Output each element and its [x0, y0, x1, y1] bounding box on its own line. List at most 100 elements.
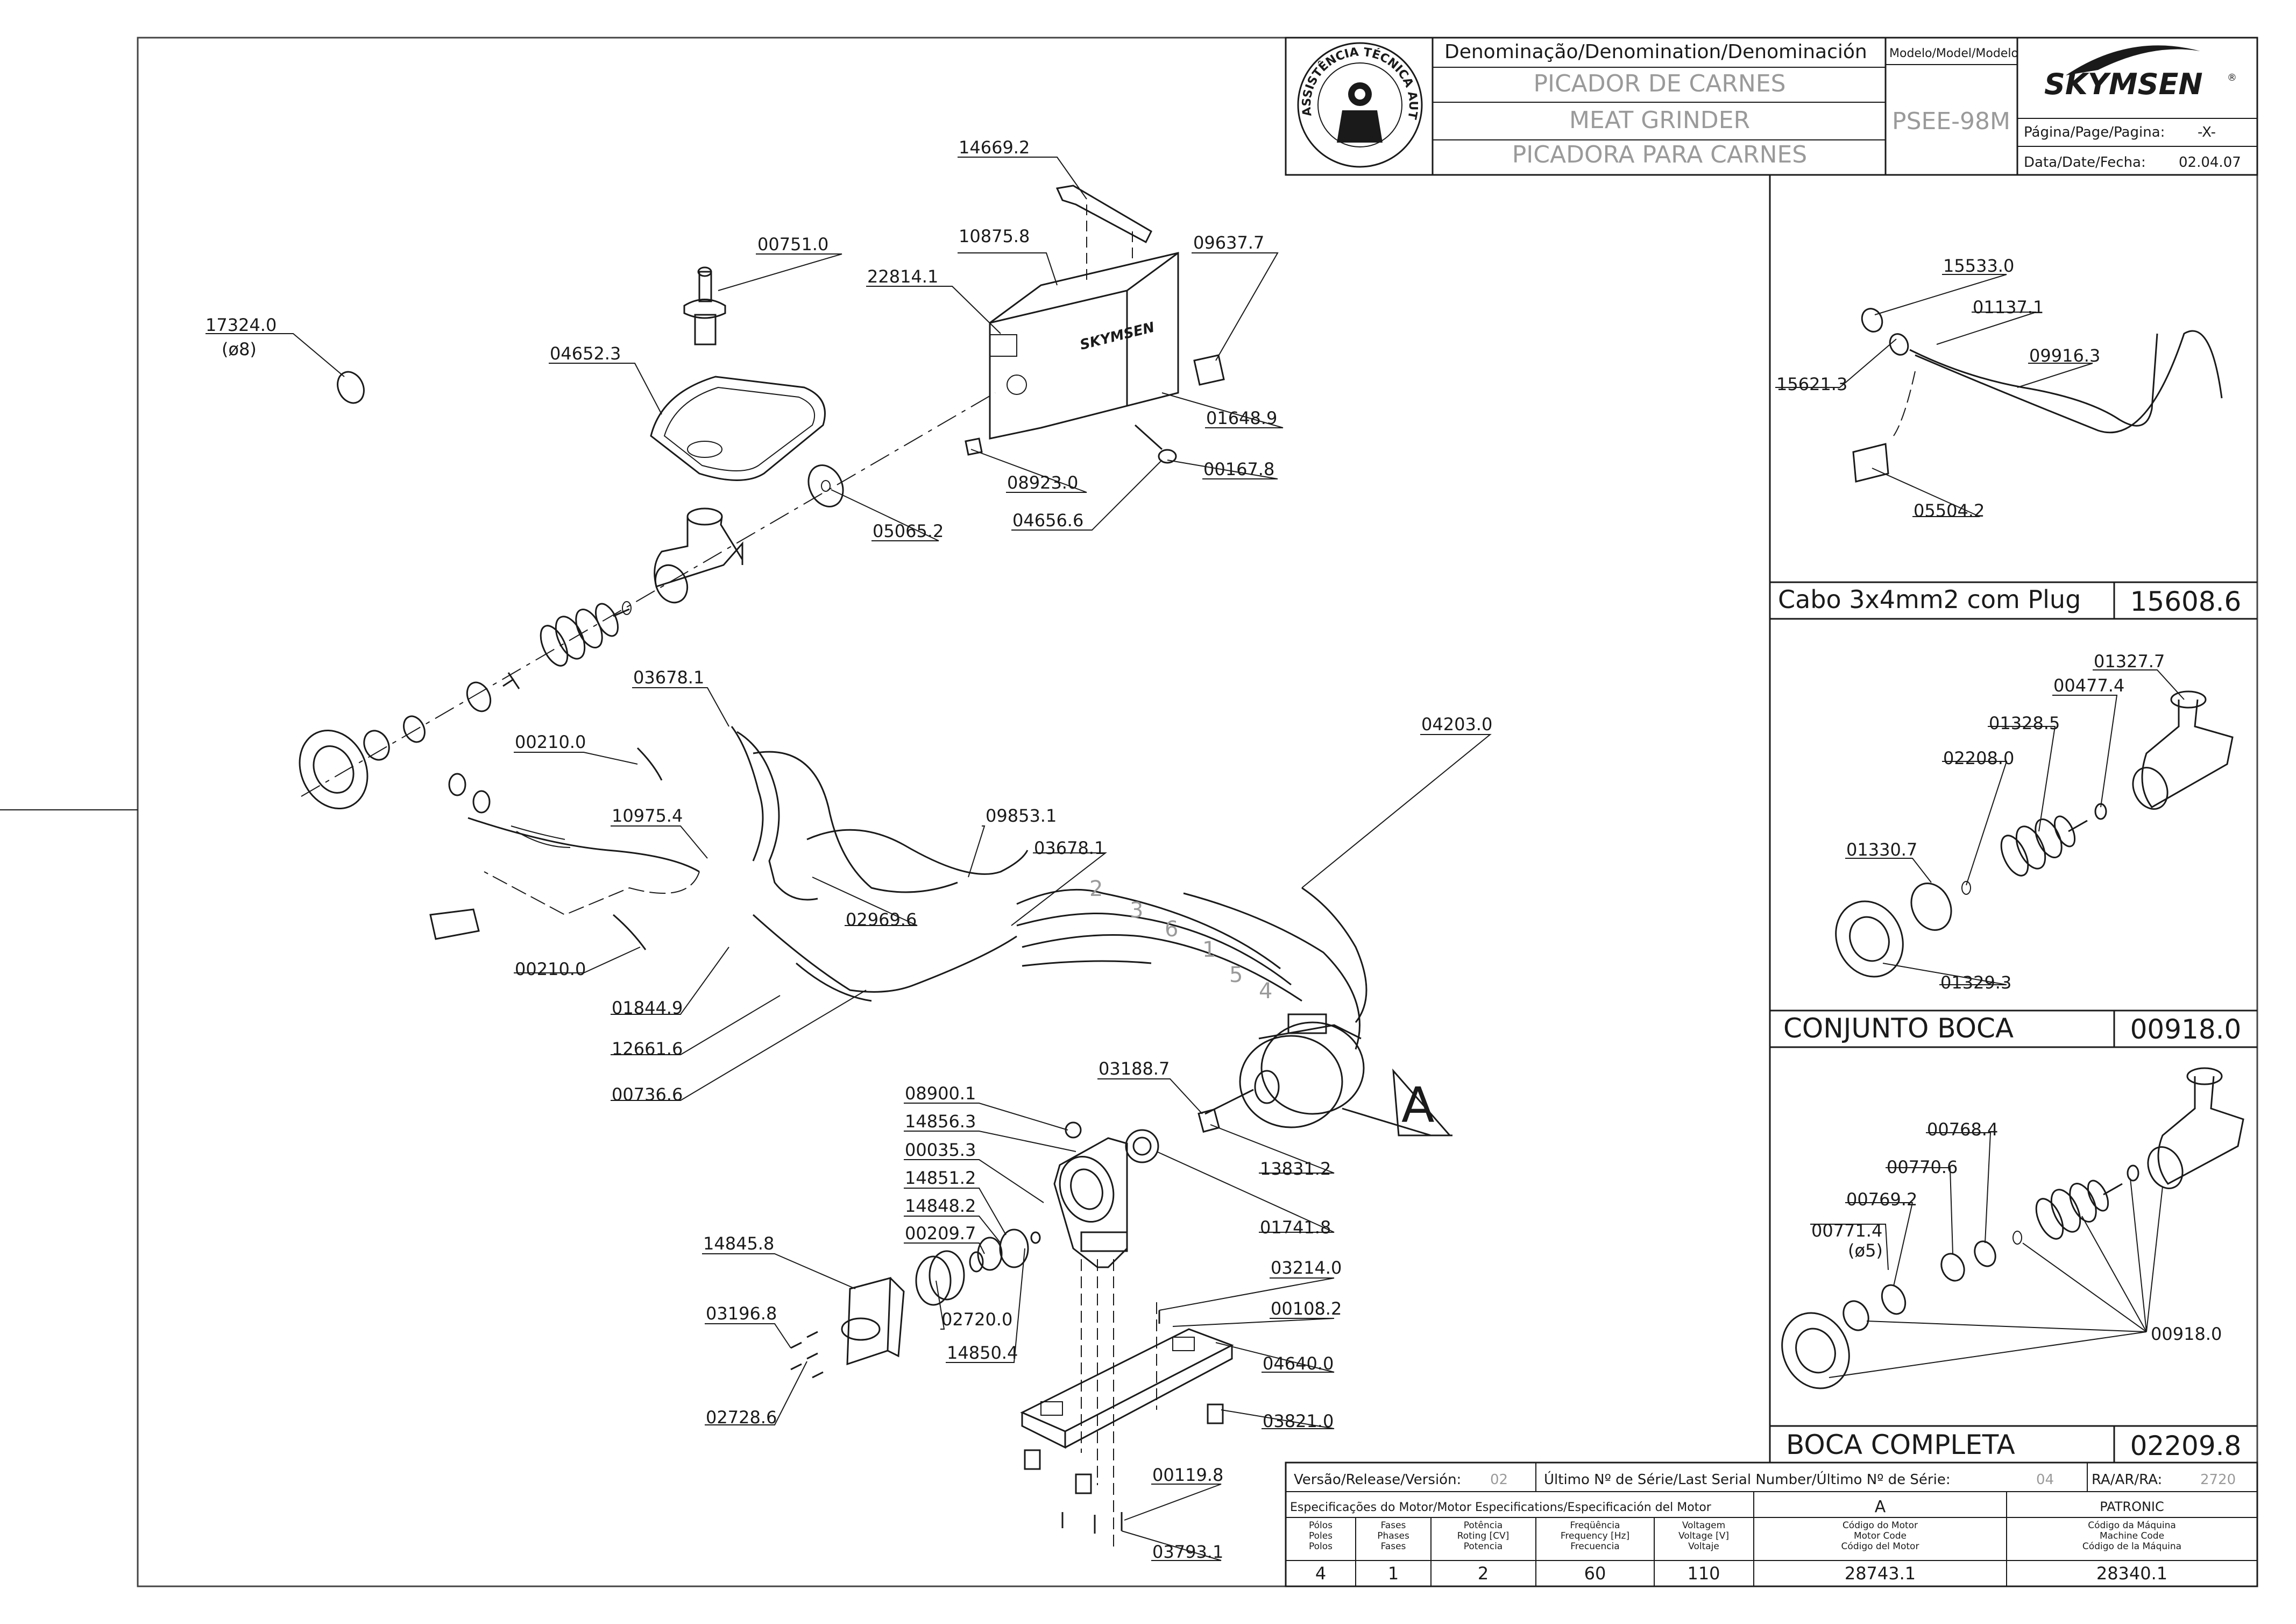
part-label: 09853.1 — [986, 806, 1057, 826]
part-label: 05065.2 — [873, 521, 944, 541]
serial-label: Último Nº de Série/Last Serial Number/Úl… — [1544, 1471, 1951, 1488]
part-label: 00770.6 — [1887, 1157, 1958, 1177]
motor — [1204, 1013, 1452, 1136]
wire-number: 4 — [1259, 979, 1272, 1004]
part-label: 00768.4 — [1927, 1119, 1998, 1140]
motor-variant: A — [1875, 1498, 1886, 1516]
part-label: 02208.0 — [1943, 748, 2014, 768]
part-label: (ø5) — [1848, 1240, 1883, 1261]
val-phases: 1 — [1388, 1563, 1399, 1584]
wire-number: 5 — [1229, 963, 1243, 987]
part-label: 04203.0 — [1421, 714, 1492, 735]
title-block: Denominação/Denomination/Denominación PI… — [0, 0, 2258, 176]
part-label: 00167.8 — [1203, 459, 1274, 479]
part-label: 01328.5 — [1989, 713, 2060, 733]
svg-text:SKYMSEN: SKYMSEN — [2044, 67, 2203, 101]
version-value: 02 — [1490, 1472, 1508, 1488]
gearbox-housing — [1053, 1137, 1128, 1268]
part-label: 00751.0 — [757, 234, 828, 255]
leader-lines — [205, 157, 2185, 1561]
part-label: 00108.2 — [1271, 1298, 1342, 1319]
main-exploded-view: SKYMSEN — [299, 185, 1452, 1550]
val-machine-code: 28340.1 — [2096, 1563, 2167, 1584]
part-label: 01137.1 — [1973, 297, 2044, 317]
part-label: 00119.8 — [1152, 1465, 1223, 1485]
part-label: 17324.0 — [205, 315, 277, 335]
rear-cover — [841, 1277, 905, 1366]
val-motor-code: 28743.1 — [1845, 1563, 1916, 1584]
part-label: 03214.0 — [1271, 1258, 1342, 1278]
part-label: 02969.6 — [846, 909, 917, 930]
wire-number: 3 — [1130, 898, 1143, 923]
cable-panel-art — [1852, 308, 2223, 483]
svg-text:SKYMSEN: SKYMSEN — [1078, 319, 1156, 353]
wire-numbers: 2 3 6 1 5 4 — [1089, 877, 1272, 1004]
pusher — [683, 266, 726, 345]
part-label: 03196.8 — [706, 1303, 777, 1324]
name-es: PICADORA PARA CARNES — [1512, 141, 1807, 168]
part-label: 03678.1 — [633, 667, 704, 688]
part-label: 01327.7 — [2094, 651, 2165, 672]
part-label: 02728.6 — [706, 1407, 777, 1428]
serial-value: 04 — [2036, 1472, 2054, 1488]
val-frequency: 60 — [1584, 1563, 1606, 1584]
name-en: MEAT GRINDER — [1569, 107, 1750, 134]
svg-text:ASSISTÊNCIA TÉCNICA AUTORIZADA: ASSISTÊNCIA TÉCNICA AUTORIZADA — [0, 0, 1420, 121]
model-value: PSEE-98M — [1892, 108, 2010, 135]
authorized-service-seal: ASSISTÊNCIA TÉCNICA AUTORIZADA — [0, 0, 1423, 168]
motor-brand: PATRONIC — [2100, 1499, 2164, 1514]
part-label: 02720.0 — [941, 1309, 1012, 1330]
housing-box: SKYMSEN — [989, 252, 1179, 440]
part-label: 13831.2 — [1260, 1159, 1331, 1179]
cable-panel-code: 15608.6 — [2130, 586, 2242, 617]
name-pt: PICADOR DE CARNES — [1533, 70, 1785, 97]
part-label: 00209.7 — [905, 1223, 976, 1244]
val-voltage: 110 — [1687, 1563, 1720, 1584]
val-poles: 4 — [1315, 1563, 1326, 1584]
part-label: 04652.3 — [550, 343, 621, 364]
part-label: 08900.1 — [905, 1083, 976, 1104]
part-label: 00918.0 — [2151, 1324, 2222, 1344]
wire-number: 6 — [1165, 917, 1178, 942]
part-label: 03793.1 — [1152, 1542, 1223, 1562]
drawing-border — [137, 37, 2258, 1587]
part-label: 10875.8 — [959, 226, 1030, 246]
part-label: 22814.1 — [867, 266, 938, 287]
motor-letter: A — [1401, 1077, 1435, 1134]
part-label: 09637.7 — [1193, 232, 1264, 253]
base-plate — [1020, 1328, 1234, 1494]
model-label: Modelo/Model/Modelo — [1889, 47, 2018, 60]
part-label: 00477.4 — [2053, 675, 2124, 696]
part-label: 00210.0 — [515, 732, 586, 752]
tray — [650, 376, 826, 481]
part-label: 14845.8 — [703, 1233, 774, 1254]
ra-label: RA/AR/RA: — [2092, 1472, 2162, 1488]
part-label: 14851.2 — [905, 1168, 976, 1188]
part-label: (ø8) — [222, 339, 257, 359]
part-label: 01330.7 — [1846, 839, 1917, 860]
part-label: 09916.3 — [2029, 345, 2100, 366]
mouth-full-title: BOCA COMPLETA — [1786, 1429, 2015, 1460]
part-label: 08923.0 — [1007, 472, 1078, 493]
val-power: 2 — [1478, 1563, 1489, 1584]
spec-block — [1285, 1461, 2258, 1587]
denomination-label: Denominação/Denomination/Denominación — [1444, 41, 1867, 63]
ra-value: 2720 — [2200, 1472, 2236, 1488]
mouth-set-title: CONJUNTO BOCA — [1783, 1013, 2014, 1044]
cable-panel-title: Cabo 3x4mm2 com Plug — [1778, 585, 2081, 614]
feed-screw — [540, 601, 632, 667]
part-label: 03188.7 — [1099, 1058, 1170, 1079]
date-label: Data/Date/Fecha: — [2024, 154, 2146, 171]
part-label: 14856.3 — [905, 1111, 976, 1132]
date-value: 02.04.07 — [2179, 154, 2241, 171]
part-label: 00771.4 — [1811, 1220, 1882, 1241]
svg-text:®: ® — [2227, 72, 2237, 83]
part-label: 14848.2 — [905, 1196, 976, 1216]
